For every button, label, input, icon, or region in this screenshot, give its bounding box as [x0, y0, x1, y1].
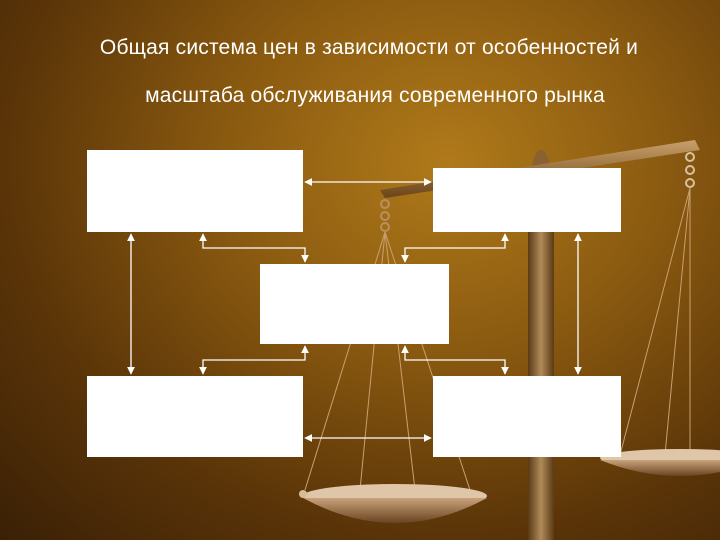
- right-pan-strings: [619, 187, 691, 456]
- left-pan: [303, 498, 487, 523]
- left-chain: [380, 199, 390, 232]
- box-bottom-left: [87, 376, 303, 457]
- slide-title-line-2: масштаба обслуживания современного рынка: [145, 84, 605, 107]
- scale-pillar: [528, 185, 554, 540]
- arrow-center-bottomright: [401, 345, 509, 375]
- arrow-topright-center: [401, 233, 509, 263]
- box-center: [260, 264, 449, 344]
- box-top-left: [87, 150, 303, 232]
- arrow-topleft-center: [199, 233, 309, 263]
- box-bottom-right: [433, 376, 621, 457]
- right-chain: [685, 152, 695, 188]
- arrow-center-bottomleft: [199, 345, 309, 375]
- slide-title-line-1: Общая система цен в зависимости от особе…: [99, 36, 639, 59]
- right-pan: [600, 460, 720, 476]
- box-top-right: [433, 168, 621, 232]
